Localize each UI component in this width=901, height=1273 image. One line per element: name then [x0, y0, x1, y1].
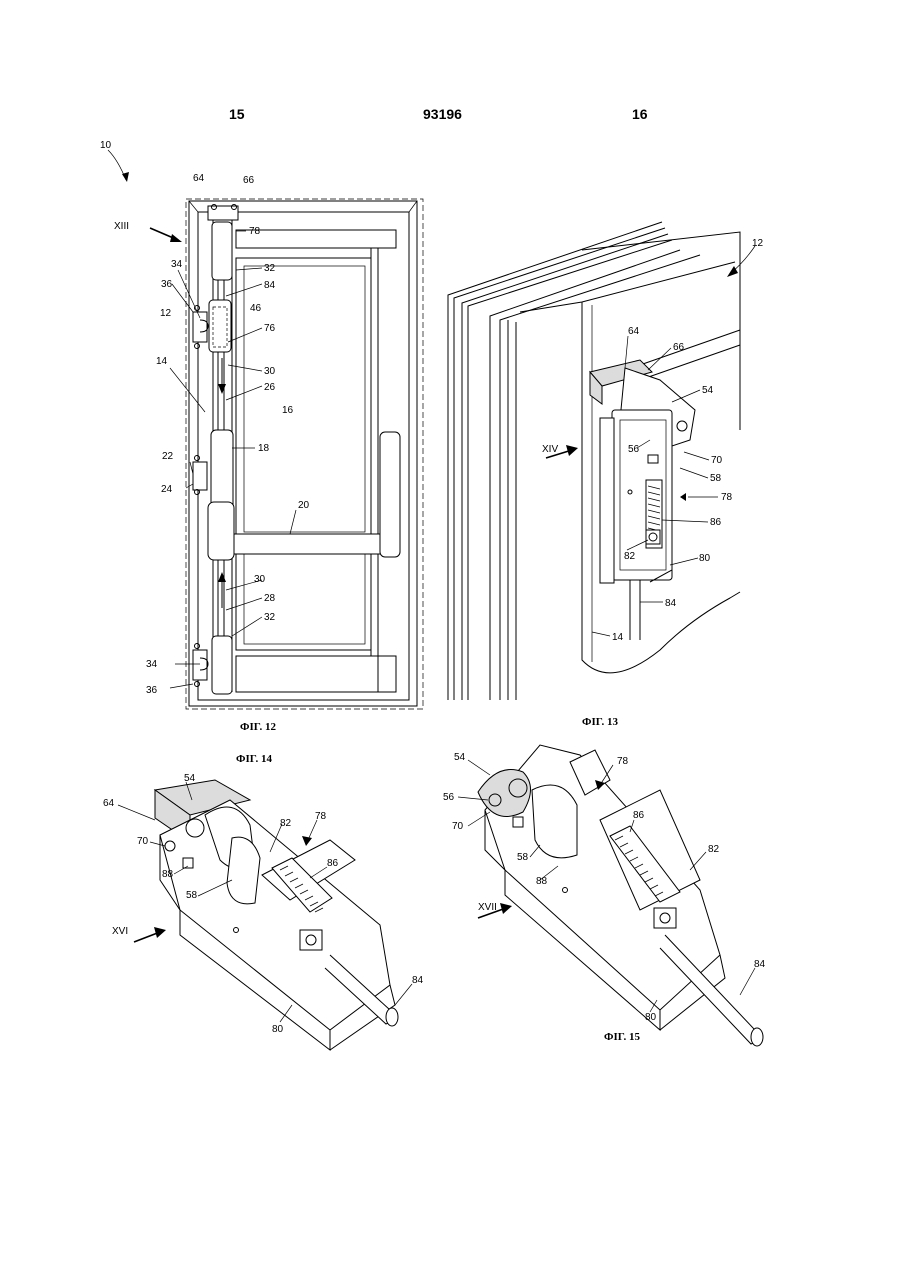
fig14-label-58: 58 [186, 890, 198, 901]
fig12-label-10: 10 [100, 140, 112, 151]
fig14-label-88: 88 [162, 869, 174, 880]
fig12-label-76: 76 [264, 323, 276, 334]
fig15-label-78: 78 [617, 756, 629, 767]
fig15-label-84: 84 [754, 959, 766, 970]
fig14-label-84: 84 [412, 975, 424, 986]
fig12-label-22: 22 [162, 451, 174, 462]
fig13-label-XIV: XIV [542, 444, 558, 455]
fig13-label-84: 84 [665, 598, 677, 609]
fig12-labels: 10 64 66 XIII 78 32 34 84 36 46 12 76 30… [100, 140, 310, 696]
fig15-label-58: 58 [517, 852, 529, 863]
fig12-label-34-top: 34 [171, 259, 183, 270]
fig12-label-16: 16 [282, 405, 294, 416]
fig13-label-80: 80 [699, 553, 711, 564]
fig12-label-36-top: 36 [161, 279, 173, 290]
fig15-label-56: 56 [443, 792, 455, 803]
fig15-label-70: 70 [452, 821, 464, 832]
fig12-label-20: 20 [298, 500, 310, 511]
fig12-label-34-bottom: 34 [146, 659, 158, 670]
fig12-label-XIII: XIII [114, 221, 129, 232]
fig13-label-70: 70 [711, 455, 723, 466]
fig12-label-26: 26 [264, 382, 276, 393]
fig13-perspective-drawing [448, 222, 755, 700]
fig12-label-84: 84 [264, 280, 276, 291]
fig12-label-32-top: 32 [264, 263, 276, 274]
fig13-label-78: 78 [721, 492, 733, 503]
fig15-label-82: 82 [708, 844, 720, 855]
fig12-door-drawing [108, 150, 423, 709]
fig14-label-86: 86 [327, 858, 339, 869]
fig13-label-56: 56 [628, 444, 640, 455]
fig15-label-80: 80 [645, 1012, 657, 1023]
fig14-label-XVI: XVI [112, 926, 128, 937]
fig13-label-64: 64 [628, 326, 640, 337]
fig15-label-86: 86 [633, 810, 645, 821]
fig15-label-54: 54 [454, 752, 466, 763]
fig14-label-82: 82 [280, 818, 292, 829]
fig14-label-80: 80 [272, 1024, 284, 1035]
fig13-label-14: 14 [612, 632, 624, 643]
fig12-label-30-top: 30 [264, 366, 276, 377]
fig13-label-12: 12 [752, 238, 764, 249]
fig14-label-78: 78 [315, 811, 327, 822]
fig13-label-58: 58 [710, 473, 722, 484]
fig13-label-54: 54 [702, 385, 714, 396]
fig13-label-66: 66 [673, 342, 685, 353]
fig14-label-54: 54 [184, 773, 196, 784]
fig12-label-32-bottom: 32 [264, 612, 276, 623]
fig12-label-36-bottom: 36 [146, 685, 158, 696]
fig12-label-24: 24 [161, 484, 173, 495]
fig15-latch-drawing [458, 745, 763, 1046]
fig12-label-18: 18 [258, 443, 270, 454]
fig14-label-70: 70 [137, 836, 149, 847]
fig13-label-82: 82 [624, 551, 636, 562]
fig12-label-78: 78 [249, 226, 261, 237]
fig13-label-86: 86 [710, 517, 722, 528]
fig15-label-XVII: XVII [478, 902, 497, 913]
fig12-label-14: 14 [156, 356, 168, 367]
fig14-label-64: 64 [103, 798, 115, 809]
fig12-label-64: 64 [193, 173, 205, 184]
fig15-label-88: 88 [536, 876, 548, 887]
fig12-label-28: 28 [264, 593, 276, 604]
fig12-label-66: 66 [243, 175, 255, 186]
fig12-label-46: 46 [250, 303, 262, 314]
fig12-label-30-bottom: 30 [254, 574, 266, 585]
fig14-latch-drawing [118, 780, 412, 1050]
fig12-label-12: 12 [160, 308, 172, 319]
